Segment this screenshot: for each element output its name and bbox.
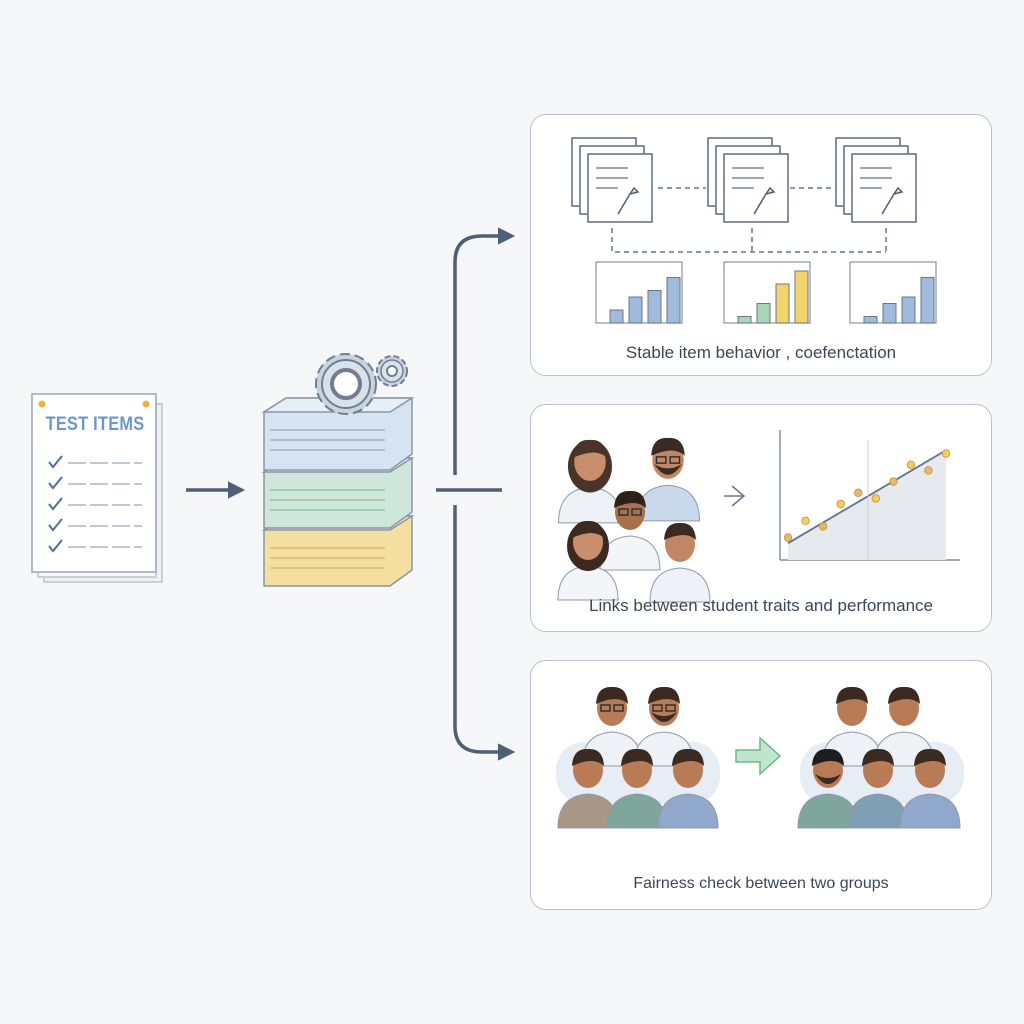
arrow-right-icon [735,736,782,776]
bar [882,303,897,324]
scatter-point [941,449,951,458]
student-icon [557,748,619,829]
checkmark-icon [48,497,63,511]
checklist-row [48,497,142,511]
pen-icon [617,186,640,215]
scatter-point [889,477,898,486]
bar [756,303,771,324]
gear-icon [376,355,408,387]
checklist-row [48,476,142,490]
student-icon [557,439,623,524]
bar-chart [849,261,937,324]
bar [737,316,752,324]
bar [775,283,790,324]
checklist-row [48,539,142,553]
trend-area [788,450,946,560]
student-icon [649,522,711,603]
caption-traits: Links between student traits and perform… [589,596,933,615]
gear-icon [315,353,377,415]
scatter-point [818,522,828,531]
checkmark-icon [48,518,63,532]
bar [920,277,935,324]
arrow-branch-upper [453,227,516,475]
scatter-point [801,516,810,525]
student-icon [847,748,909,829]
bar [609,309,624,324]
student-icon [599,490,661,571]
pen-icon [881,186,904,215]
checkmark-icon [48,539,63,553]
caption-fairness: Fairness check between two groups [633,875,889,892]
scatter-point [906,460,916,469]
checkmark-icon [48,455,63,469]
pen-icon [753,186,776,215]
scatter-point [854,488,863,497]
student-icon [606,748,668,829]
caption-stable-items: Stable item behavior , coefenctation [625,343,897,362]
bar [794,270,809,324]
bar-chart [723,261,811,324]
item-doc-stack [571,137,653,223]
bar [628,296,643,324]
dot-icon [142,400,150,408]
checkmark-icon [48,476,63,490]
item-doc-stack [707,137,789,223]
checklist-row [48,518,142,532]
dot-icon [38,400,46,408]
bar [647,290,662,324]
checklist-row [48,455,142,469]
scatter-point [783,533,793,542]
scatter-point [871,494,880,503]
student-icon [899,748,961,829]
item-doc-stack [835,137,917,223]
student-icon [557,520,619,601]
test-items-title: TEST ITEMS [45,414,145,435]
checklist [48,455,142,553]
scatter-point [924,466,933,475]
student-icon [657,748,719,829]
bar [666,277,681,324]
bar [863,316,878,324]
bar [901,296,916,324]
scatter-point [836,499,845,509]
trend-line [787,449,947,544]
bar-chart [595,261,683,324]
student-icon [635,437,701,522]
layer-blue [261,397,415,471]
arrow-branch-lower [453,505,516,761]
